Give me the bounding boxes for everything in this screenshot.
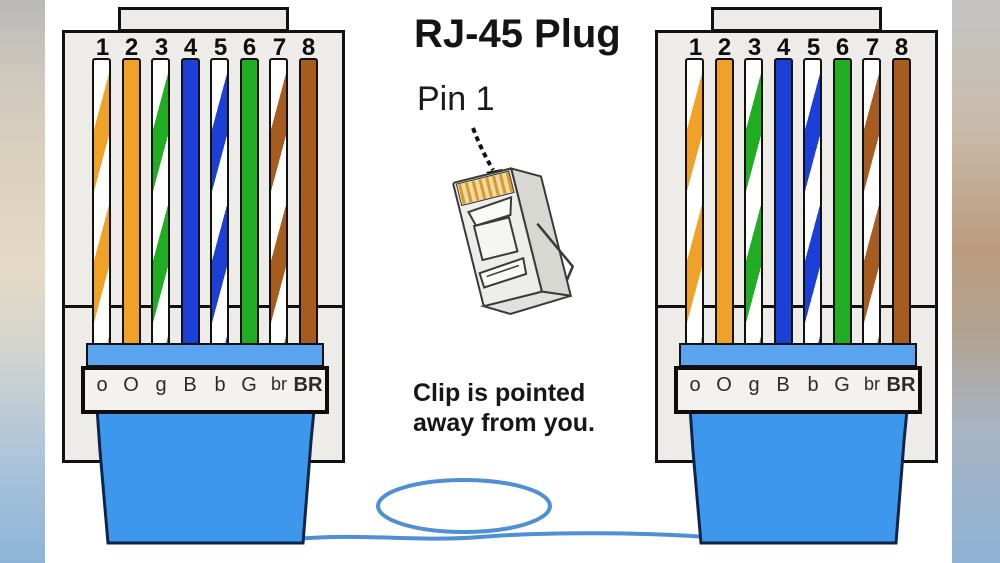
color-code: g <box>748 374 760 396</box>
wire-white-blue <box>803 58 822 355</box>
color-code: b <box>807 374 819 396</box>
color-code: o <box>96 374 108 396</box>
pin-number: 3 <box>154 34 168 61</box>
left-blur-band <box>0 0 45 563</box>
rj45-connector-left: 1 2 3 4 5 6 7 8 o O g B b G br BR <box>62 7 345 545</box>
wire-white-green <box>744 58 763 355</box>
color-code: o <box>689 374 701 396</box>
pin-number: 6 <box>835 34 849 61</box>
wire-white-blue <box>210 58 229 355</box>
cable-jacket <box>86 343 324 367</box>
wire-white-brown <box>862 58 881 355</box>
wire-blue <box>774 58 793 355</box>
wire-green <box>240 58 259 355</box>
color-code: g <box>155 374 167 396</box>
color-code-box <box>81 366 329 414</box>
pin-number: 2 <box>124 34 138 61</box>
color-code: B <box>183 374 197 396</box>
wire-white-green <box>151 58 170 355</box>
right-blur-band <box>952 0 1000 563</box>
color-code: BR <box>293 374 323 396</box>
contact-divider-line <box>65 305 342 308</box>
color-code: O <box>716 374 732 396</box>
color-code: br <box>863 374 881 394</box>
color-code: BR <box>886 374 916 396</box>
pin-number: 5 <box>213 34 227 61</box>
connector-latch-tab <box>118 7 289 32</box>
wire-orange <box>122 58 141 355</box>
color-code: b <box>214 374 226 396</box>
color-code: B <box>776 374 790 396</box>
pin-number: 1 <box>95 34 109 61</box>
color-code: O <box>123 374 139 396</box>
diagram-title: RJ-45 Plug <box>414 12 621 56</box>
rj45-plug-sketch <box>452 167 575 315</box>
pin-number: 8 <box>301 34 315 61</box>
contact-divider-line <box>658 305 935 308</box>
clip-note-line2: away from you. <box>413 409 595 437</box>
clip-note-line1: Clip is pointed <box>413 379 586 407</box>
color-code-box <box>674 366 922 414</box>
wire-white-orange <box>92 58 111 355</box>
wire-blue <box>181 58 200 355</box>
rj45-connector-right: 1 2 3 4 5 6 7 8 o O g B b G br BR <box>655 7 938 545</box>
pin-number: 4 <box>183 34 197 61</box>
clip-note: Clip is pointed away from you. <box>413 378 595 438</box>
wire-orange <box>715 58 734 355</box>
wire-brown <box>892 58 911 355</box>
wire-white-orange <box>685 58 704 355</box>
color-code: br <box>270 374 288 394</box>
pin-number: 5 <box>806 34 820 61</box>
wire-white-brown <box>269 58 288 355</box>
cable-jacket <box>679 343 917 367</box>
pin-number: 7 <box>865 34 879 61</box>
pin-number: 1 <box>688 34 702 61</box>
pin-number: 2 <box>717 34 731 61</box>
pin-number: 6 <box>242 34 256 61</box>
pin-number: 3 <box>747 34 761 61</box>
color-code: G <box>241 374 257 396</box>
pin1-label: Pin 1 <box>417 80 495 118</box>
wire-green <box>833 58 852 355</box>
connector-latch-tab <box>711 7 882 32</box>
pin-number: 8 <box>894 34 908 61</box>
color-code: G <box>834 374 850 396</box>
pin-number: 7 <box>272 34 286 61</box>
wire-brown <box>299 58 318 355</box>
pin-number: 4 <box>776 34 790 61</box>
